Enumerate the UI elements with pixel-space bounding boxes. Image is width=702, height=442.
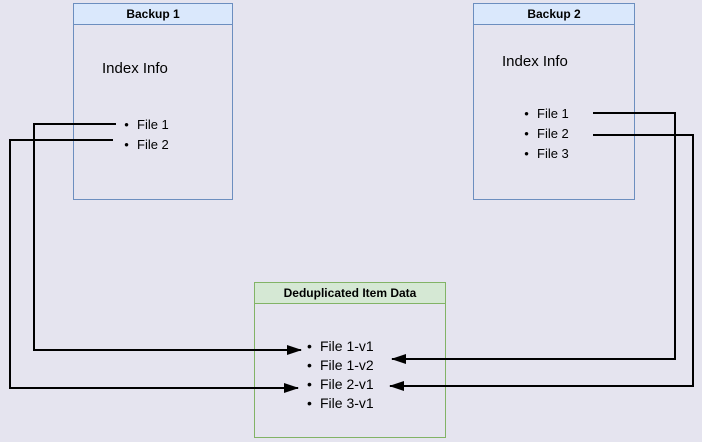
list-item: • File 2 — [118, 134, 169, 154]
backup2-file-list: • File 1 • File 2 • File 3 — [518, 103, 569, 163]
dedup-item-list: • File 1-v1 • File 1-v2 • File 2-v1 • File 3-v1 — [301, 336, 374, 412]
bullet-icon: • — [124, 116, 129, 132]
list-item-label: File 3-v1 — [320, 394, 374, 411]
list-item: • File 3-v1 — [301, 393, 374, 412]
list-item-label: File 1-v2 — [320, 356, 374, 373]
bullet-icon: • — [524, 145, 529, 161]
bullet-icon: • — [307, 337, 312, 354]
list-item-label: File 2 — [137, 136, 169, 152]
bullet-icon: • — [307, 375, 312, 392]
list-item: • File 2-v1 — [301, 374, 374, 393]
bullet-icon: • — [307, 356, 312, 373]
backup1-file-list: • File 1 • File 2 — [118, 114, 169, 154]
backup1-box: Backup 1 Index Info • File 1 • File 2 — [73, 3, 233, 200]
bullet-icon: • — [524, 105, 529, 121]
list-item: • File 1-v1 — [301, 336, 374, 355]
deduplicated-item-data-box: Deduplicated Item Data • File 1-v1 • File 1… — [254, 282, 446, 438]
backup2-title: Backup 2 — [474, 4, 634, 25]
bullet-icon: • — [307, 394, 312, 411]
list-item: • File 3 — [518, 143, 569, 163]
list-item-label: File 2-v1 — [320, 375, 374, 392]
list-item: • File 1-v2 — [301, 355, 374, 374]
bullet-icon: • — [524, 125, 529, 141]
bullet-icon: • — [124, 136, 129, 152]
list-item-label: File 1 — [537, 105, 569, 121]
backup2-index-info-label: Index Info — [502, 53, 568, 70]
list-item-label: File 2 — [537, 125, 569, 141]
dedup-title: Deduplicated Item Data — [255, 283, 445, 304]
backup2-box: Backup 2 Index Info • File 1 • File 2 • File … — [473, 3, 635, 200]
backup1-index-info-label: Index Info — [102, 60, 168, 77]
backup1-title: Backup 1 — [74, 4, 232, 25]
list-item: • File 1 — [118, 114, 169, 134]
list-item-label: File 1 — [137, 116, 169, 132]
list-item: • File 2 — [518, 123, 569, 143]
list-item: • File 1 — [518, 103, 569, 123]
list-item-label: File 1-v1 — [320, 337, 374, 354]
list-item-label: File 3 — [537, 145, 569, 161]
